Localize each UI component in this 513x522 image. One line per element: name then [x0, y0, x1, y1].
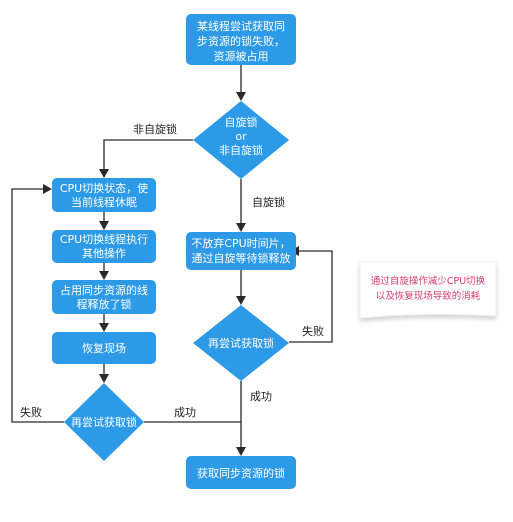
arrowhead: [43, 184, 52, 194]
edge-labels: 非自旋锁 自旋锁 失败 成功 失败 成功: [20, 122, 324, 419]
connectors: [11, 65, 333, 456]
arrowhead: [236, 447, 246, 456]
node-cpu-switch-exec-line-1: CPU切换线程执行: [60, 232, 148, 246]
arrowhead: [236, 92, 246, 101]
edge-label-success-left: 成功: [174, 406, 196, 419]
node-cpu-switch-sleep: CPU切换状态，使 当前线程休眠: [52, 178, 156, 212]
node-start: 某线程尝试获取同 步资源的锁失败， 资源被占用: [186, 14, 296, 65]
node-cpu-switch-sleep-line-2: 当前线程休眠: [71, 195, 137, 209]
node-restore-scene-label: 恢复现场: [82, 341, 126, 355]
node-release-lock-line-2: 程释放了锁: [77, 297, 132, 311]
decision-retry-right: 再尝试获取锁: [193, 305, 289, 381]
edge-label-non-spin: 非自旋锁: [133, 122, 177, 136]
arrowhead: [99, 374, 109, 383]
arrowhead: [236, 296, 246, 305]
arrowhead: [99, 271, 109, 280]
edge-label-success-right: 成功: [250, 390, 272, 403]
edge-label-fail-left: 失败: [20, 405, 42, 419]
edge-decision-to-cpu-switch-sleep: [103, 139, 193, 170]
note-card: 通过自旋操作减少CPU切换 以及恢复现场导致的消耗: [359, 261, 497, 319]
arrowhead: [99, 221, 109, 230]
node-spin-wait: 不放弃CPU时间片， 通过自旋等待锁释放: [186, 232, 296, 270]
node-restore-scene: 恢复现场: [52, 332, 156, 364]
decision-retry-left-label: 再尝试获取锁: [71, 415, 137, 429]
edge-label-fail-right: 失败: [302, 324, 324, 338]
decision-line-1: 自旋锁: [225, 115, 258, 129]
decision-spin-or-not: 自旋锁 or 非自旋锁: [193, 101, 289, 179]
decision-retry-left: 再尝试获取锁: [64, 383, 144, 461]
arrowhead: [99, 169, 109, 178]
node-cpu-switch-sleep-line-1: CPU切换状态，使: [60, 181, 148, 195]
decision-line-2: or: [235, 130, 247, 143]
node-cpu-switch-exec: CPU切换线程执行 其他操作: [52, 230, 156, 263]
node-acquire-lock-label: 获取同步资源的锁: [197, 466, 285, 480]
node-start-line-3: 资源被占用: [214, 49, 269, 63]
arrowhead: [99, 323, 109, 332]
note-line-2: 以及恢复现场导致的消耗: [376, 290, 481, 302]
node-spin-wait-line-2: 通过自旋等待锁释放: [192, 251, 291, 265]
node-cpu-switch-exec-line-2: 其他操作: [82, 246, 126, 260]
node-acquire-lock: 获取同步资源的锁: [186, 456, 296, 489]
edge-retry-left-fail-loop: [11, 188, 64, 423]
decision-line-3: 非自旋锁: [219, 143, 263, 157]
note-line-1: 通过自旋操作减少CPU切换: [371, 275, 486, 287]
node-start-line-1: 某线程尝试获取同: [197, 19, 285, 33]
node-spin-wait-line-1: 不放弃CPU时间片，: [191, 236, 290, 250]
arrowhead: [236, 223, 246, 232]
node-release-lock-line-1: 占用同步资源的线: [60, 283, 148, 297]
node-release-lock: 占用同步资源的线 程释放了锁: [52, 280, 156, 314]
node-start-line-2: 步资源的锁失败，: [197, 34, 285, 48]
edge-label-spin: 自旋锁: [252, 195, 285, 209]
decision-retry-right-label: 再尝试获取锁: [208, 336, 274, 350]
edge-retry-right-fail-loop: [289, 250, 333, 343]
